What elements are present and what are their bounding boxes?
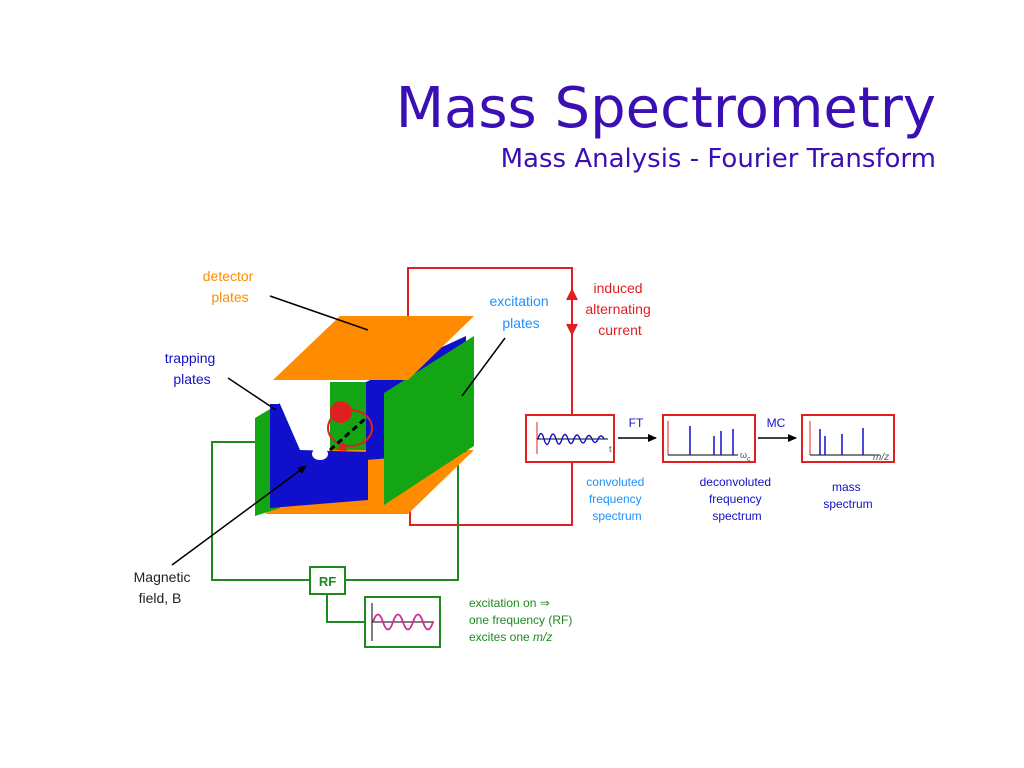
deconvoluted-caption: deconvoluted frequency spectrum (700, 475, 775, 523)
rf-excitation-waveform (364, 596, 441, 648)
ion-orbit (327, 401, 373, 452)
induced-current-label: induced alternating current (585, 280, 654, 338)
trapping-plates-label: trapping plates (165, 350, 219, 387)
convoluted-caption: convoluted frequency spectrum (586, 475, 647, 523)
induced-current-circuit (407, 267, 573, 526)
excitation-description: excitation on ⇒ one frequency (RF) excit… (469, 596, 576, 644)
excitation-plates-label: excitation plates (489, 293, 552, 331)
induced-current-arrow (566, 288, 578, 336)
ft-arrow: FT (618, 416, 657, 442)
excitation-plate-front (384, 336, 474, 505)
magnetic-field-label: Magnetic field, B (134, 569, 195, 606)
slide-title: Mass Spectrometry (395, 76, 936, 141)
ion-icon (330, 401, 352, 423)
svg-text:m/z: m/z (873, 452, 889, 463)
magnetic-field-arrow (171, 465, 307, 566)
mass-spectrum-caption: mass spectrum (823, 480, 872, 511)
leader-lines (227, 295, 506, 411)
mc-arrow: MC (758, 416, 797, 442)
rf-source-box: RF (309, 566, 346, 595)
slide-subtitle: Mass Analysis - Fourier Transform (500, 144, 936, 174)
mass-spectrum-box: m/z (801, 414, 895, 463)
svg-text:MC: MC (767, 416, 786, 430)
detector-plates-label: detector plates (203, 268, 257, 305)
deconvoluted-spectrum-box: ωc (662, 414, 756, 463)
svg-text:ωc: ωc (740, 450, 751, 463)
svg-text:RF: RF (319, 574, 336, 589)
ion-entrance-hole (312, 448, 328, 460)
detector-plate-top (273, 316, 474, 380)
svg-text:FT: FT (629, 416, 644, 430)
convoluted-signal-box: t (525, 414, 615, 463)
svg-text:t: t (609, 444, 612, 454)
